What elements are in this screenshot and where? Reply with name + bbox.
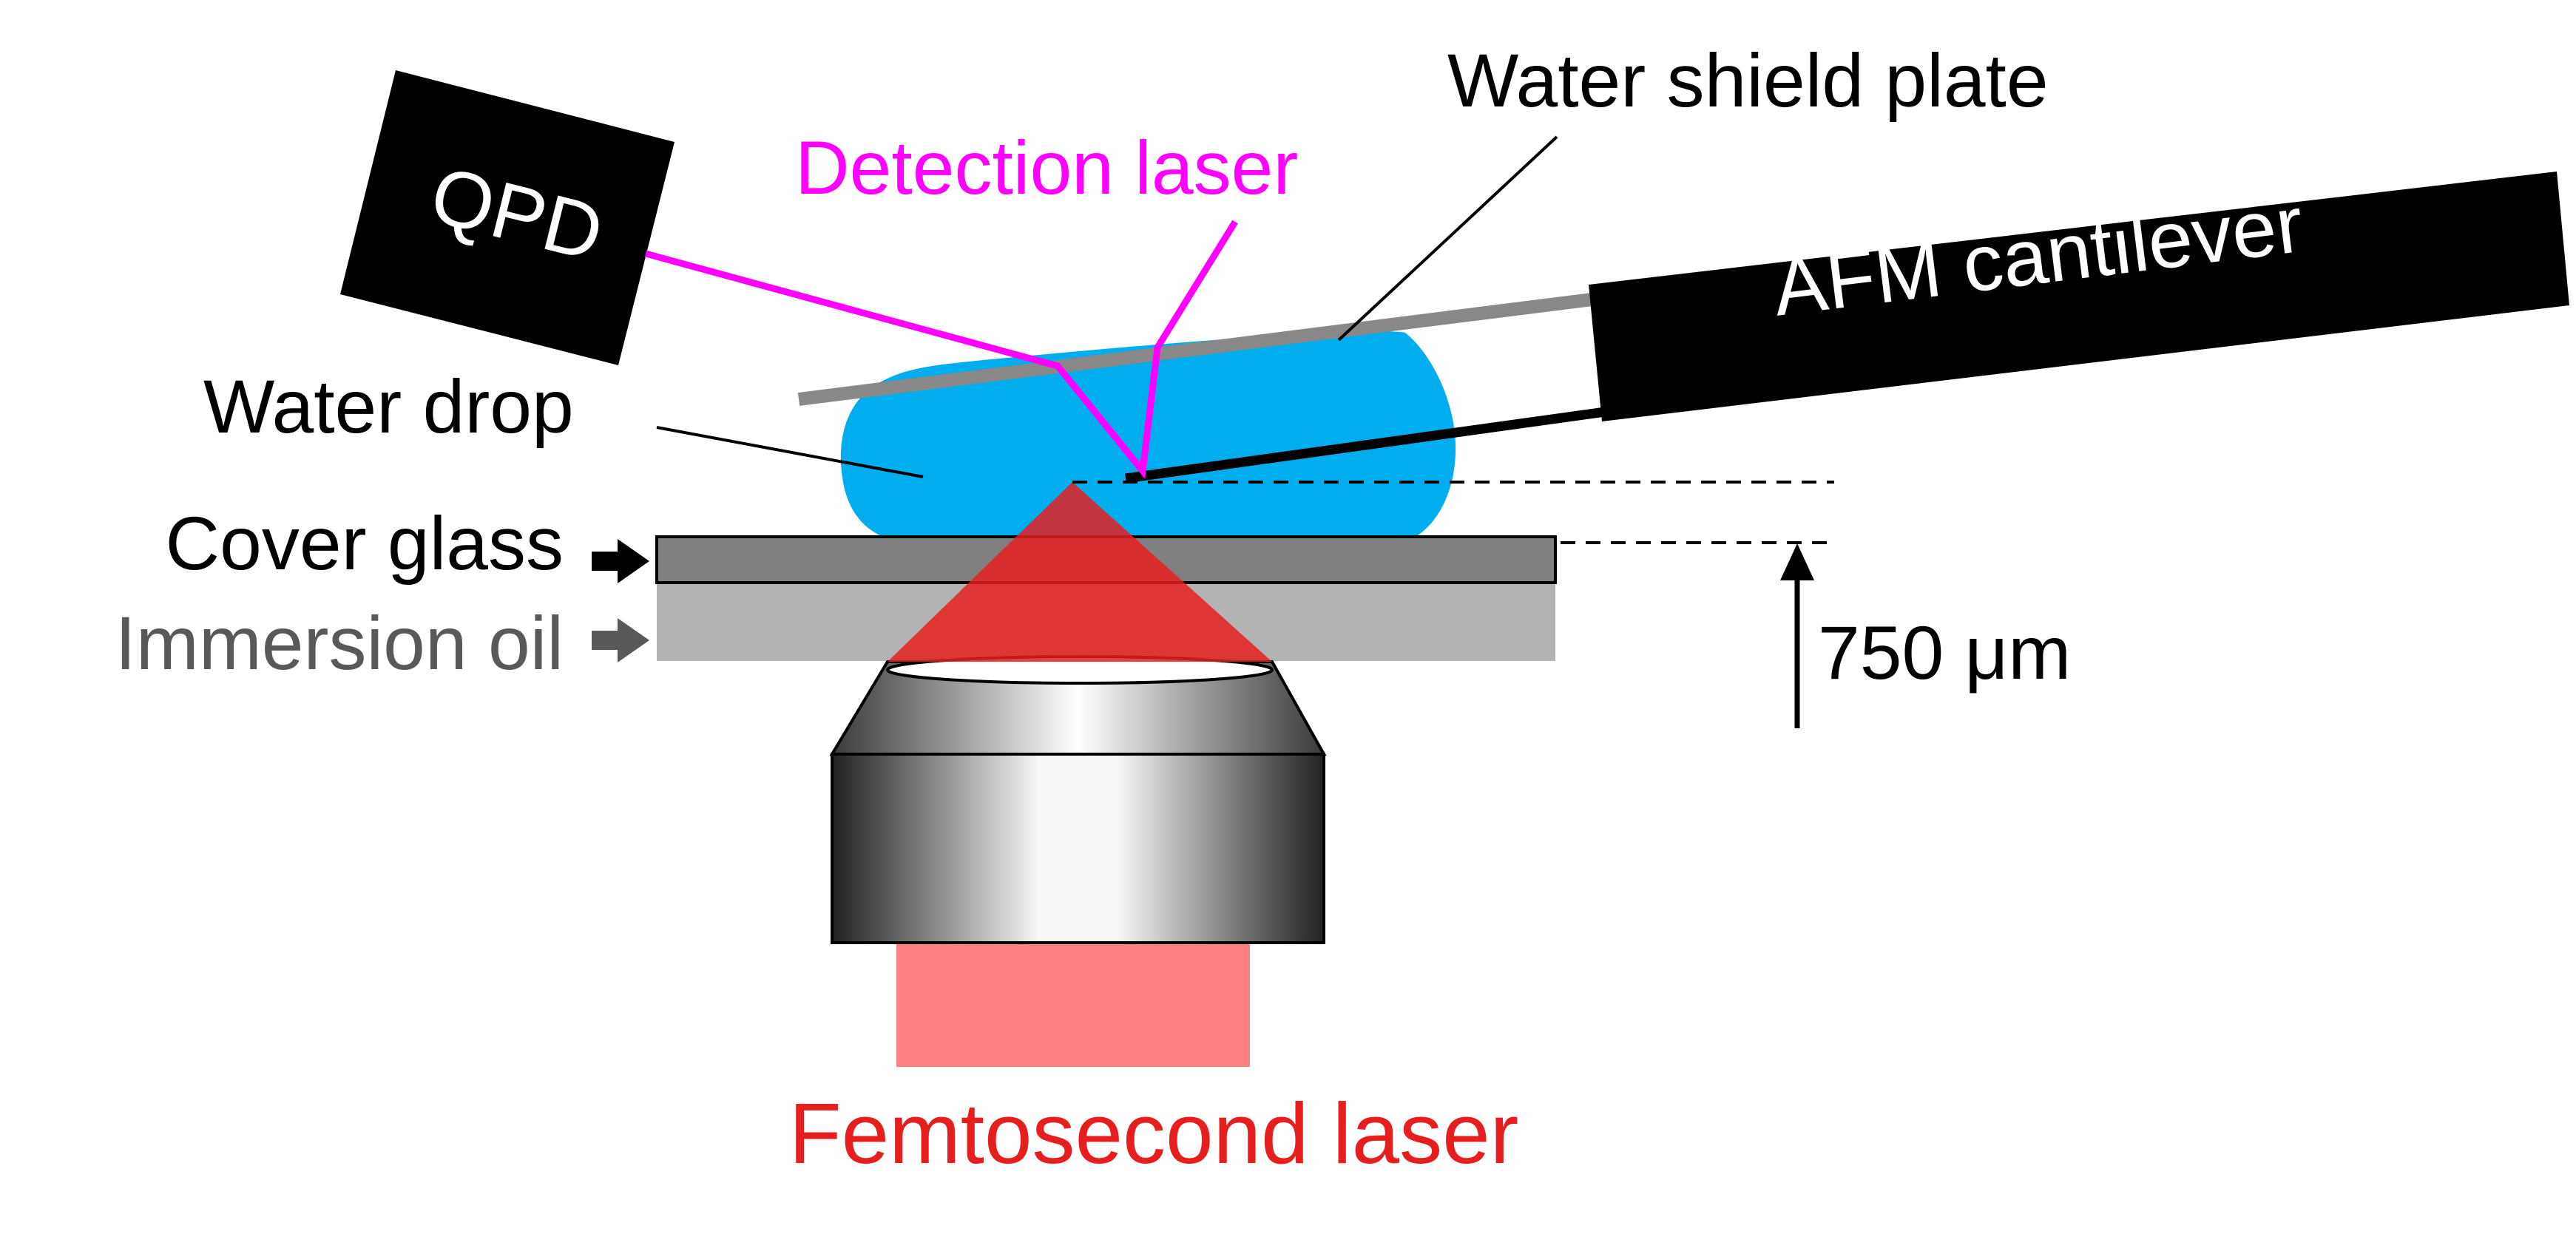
cover-glass-label: Cover glass — [165, 501, 564, 586]
femtosecond-laser-label: Femtosecond laser — [789, 1085, 1518, 1182]
femtosecond-beam-below — [896, 943, 1250, 1067]
detection-laser-label: Detection laser — [795, 126, 1298, 210]
immersion-oil-arrow-icon — [592, 618, 649, 662]
cover-glass-arrow-icon — [592, 539, 649, 583]
objective-lens — [829, 655, 1327, 944]
qpd-block — [340, 70, 675, 365]
water-shield-plate — [797, 292, 1599, 406]
immersion-oil-label: Immersion oil — [115, 601, 564, 685]
water-drop-label: Water drop — [203, 365, 574, 449]
distance-label: 750 μm — [1818, 611, 2071, 695]
femtosecond-laser-cone — [888, 482, 1272, 662]
arrow-up-icon — [1780, 543, 1814, 728]
afm-cantilever-body — [1589, 172, 2569, 421]
water-shield-plate-label: Water shield plate — [1447, 38, 2049, 123]
detection-laser-path — [644, 220, 1238, 480]
water-drop-leader — [656, 426, 924, 478]
afm-cantilever-beam — [1125, 407, 1606, 484]
water-shield-leader — [1337, 135, 1558, 342]
